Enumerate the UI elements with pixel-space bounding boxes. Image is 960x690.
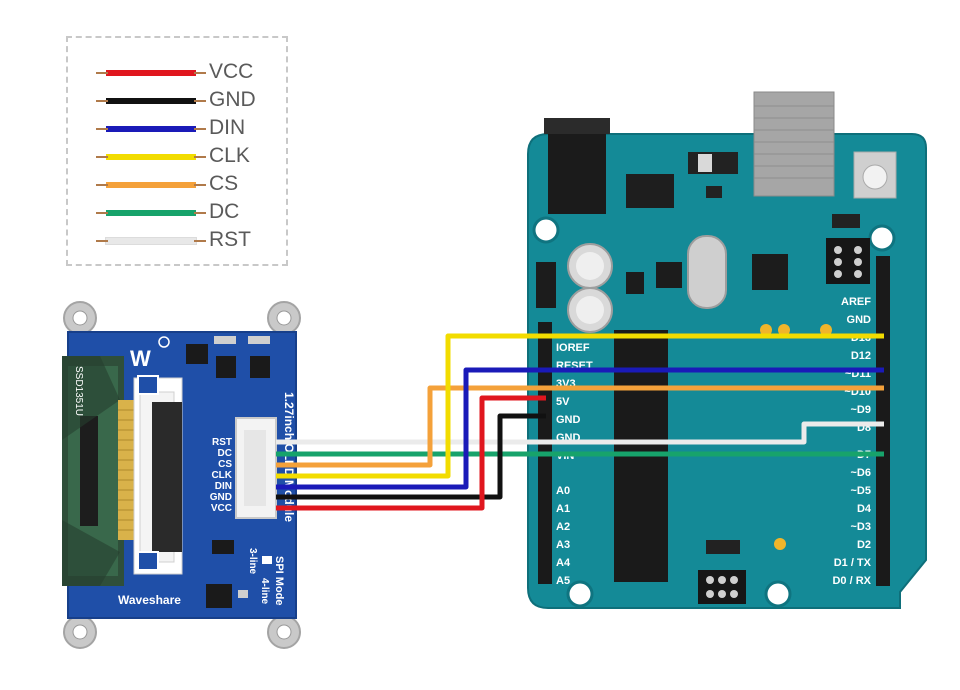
legend-item-vcc: VCC [96,58,286,86]
oled-pin-clk: CLK [211,470,232,481]
pin-gnd-1: GND [556,414,581,426]
waveshare-logo: W [130,346,151,371]
wire-gnd [276,413,546,500]
legend-swatch [96,154,206,160]
oled-module: W RST DC CS CLK DIN GND VCC 1.27inch OLE… [62,301,301,649]
wire-cs [276,385,884,468]
oled-pin-rst: RST [212,437,232,448]
mode-3-line: 3-line [247,548,258,575]
legend-label: GND [209,88,256,111]
legend-label: VCC [209,60,254,83]
pin-d0-rx: D0 / RX [832,575,871,587]
pin-a4: A4 [556,557,571,569]
pin-a3: A3 [556,539,570,551]
legend-label: DC [209,200,240,223]
wire-din [276,367,884,490]
oled-pin-vcc: VCC [211,503,232,514]
oled-pin-gnd: GND [210,492,232,503]
legend-item-cs: CS [96,170,286,198]
wires [276,333,884,511]
legend-label: CS [209,172,239,195]
pin-aref: AREF [841,296,871,308]
legend-item-din: DIN [96,114,286,142]
pin-d6: ~D6 [851,467,872,479]
legend-swatch [96,237,206,245]
legend-swatch [96,182,206,188]
power-jack [548,122,606,214]
legend-swatch [96,210,206,216]
wire-vcc [276,395,546,511]
chip-marking: SSD1351U [73,366,84,416]
wire-legend: VCC GND DIN CLK CS DC RST [66,36,288,266]
pin-5v: 5V [556,396,570,408]
oled-pin-dc: DC [218,448,232,459]
mode-4-line: 4-line [259,578,270,605]
pin-a1: A1 [556,503,570,515]
legend-swatch [96,70,206,76]
oled-pin-din: DIN [215,481,232,492]
pin-d2: D2 [857,539,871,551]
legend-item-dc: DC [96,198,286,226]
pin-ioref: IOREF [556,342,590,354]
legend-item-gnd: GND [96,86,286,114]
legend-label: RST [209,228,251,251]
pin-gnd-d: GND [847,314,872,326]
pin-a2: A2 [556,521,570,533]
pin-a0: A0 [556,485,570,497]
legend-label: CLK [209,144,250,167]
oled-pin-cs: CS [218,459,232,470]
pin-a5: A5 [556,575,570,587]
legend-item-rst: RST [96,226,286,254]
pin-d1-tx: D1 / TX [834,557,872,569]
legend-swatch [96,98,206,104]
wire-clk [276,333,884,479]
brand-label: Waveshare [118,593,181,607]
spi-mode-label: SPI Mode [273,556,285,606]
pin-d4: D4 [857,503,872,515]
wire-rst [276,421,884,445]
pin-d3: ~D3 [851,521,872,533]
digital-header [876,256,890,586]
legend-swatch [96,126,206,132]
module-title: 1.27inch OLED Module [282,392,296,522]
legend-label: DIN [209,116,246,139]
pin-d5: ~D5 [851,485,872,497]
usb-connector [753,91,835,197]
pin-d9: ~D9 [851,404,872,416]
pin-d12: D12 [851,350,871,362]
legend-item-clk: CLK [96,142,286,170]
